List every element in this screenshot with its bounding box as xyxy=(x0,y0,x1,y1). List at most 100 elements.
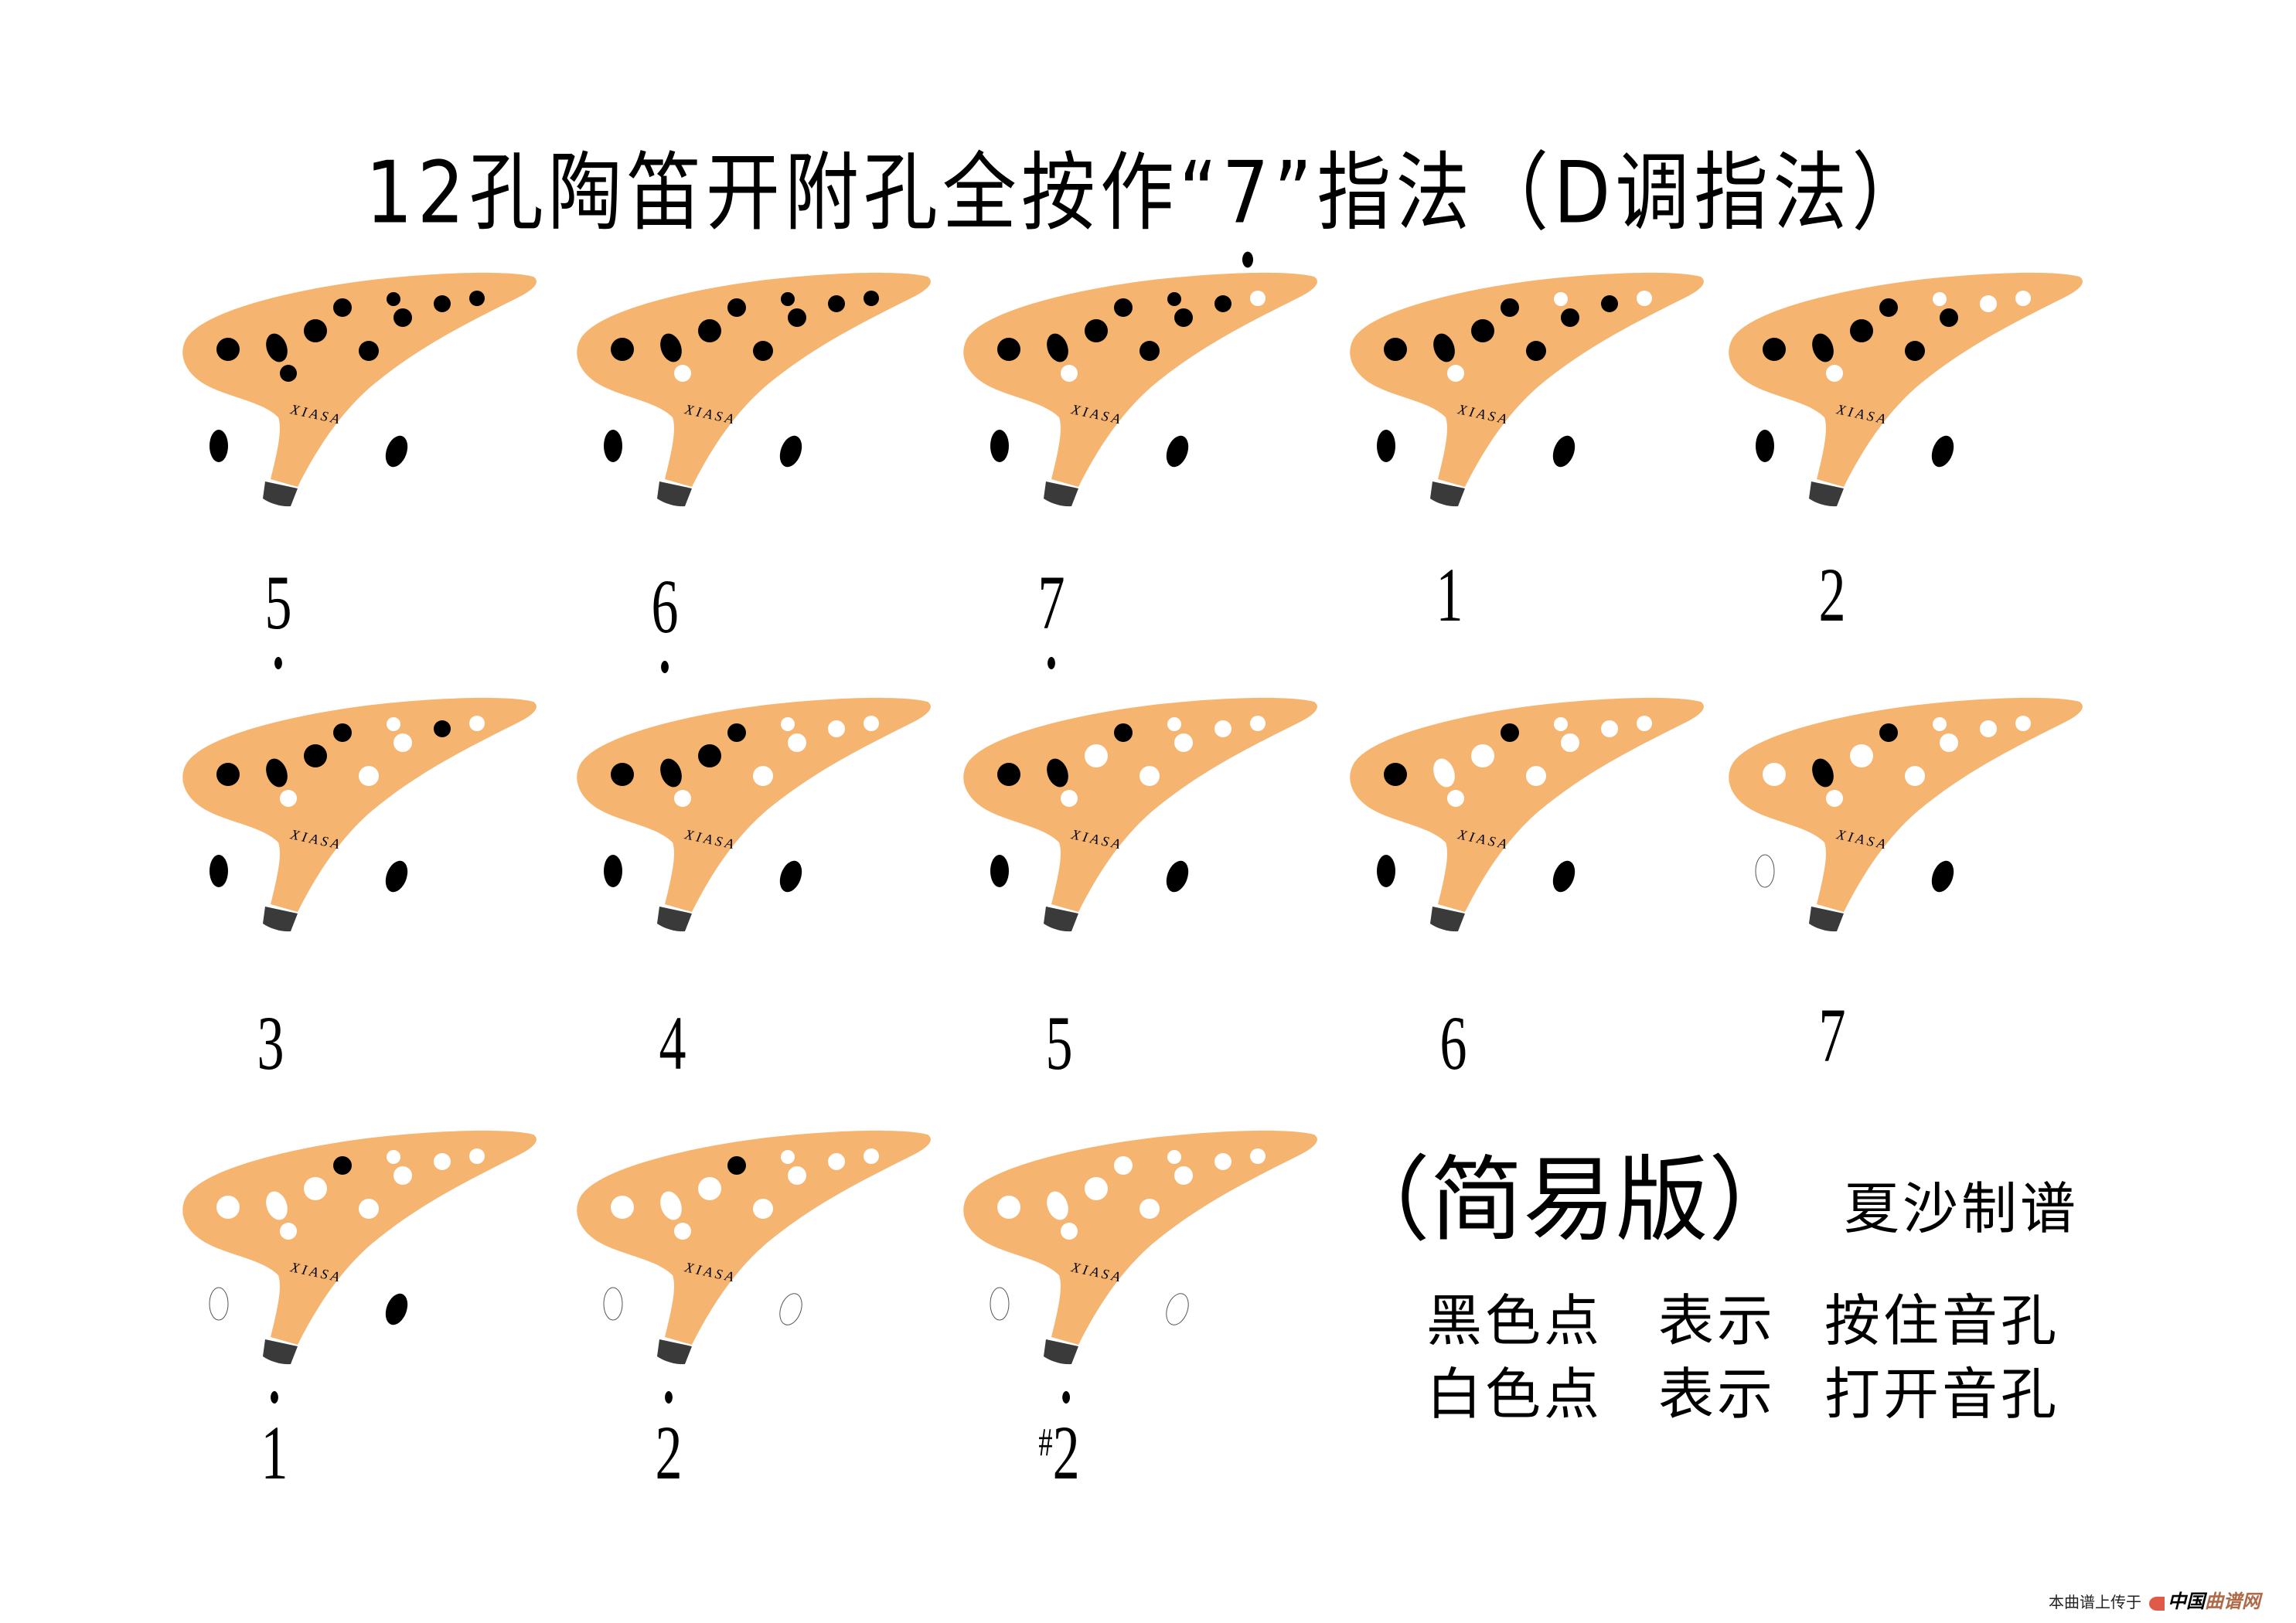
hole-l3-open xyxy=(280,1223,297,1240)
hole-l3-open xyxy=(1061,790,1078,807)
hole-l2-closed xyxy=(1812,333,1834,362)
mouthpiece xyxy=(1809,481,1844,507)
mouthpiece xyxy=(1809,907,1844,932)
hole-r1-open xyxy=(1554,292,1568,306)
hole-r1-open xyxy=(781,717,795,731)
hole-r1-open xyxy=(1554,717,1568,731)
hole-l3-open xyxy=(1061,365,1078,382)
hole-l3-open xyxy=(1447,365,1464,382)
legend-dot-label: 黑色点 xyxy=(1426,1288,1603,1353)
hole-r2-open xyxy=(788,1166,806,1185)
hole-r1-open xyxy=(387,717,400,731)
hole-l5-closed xyxy=(333,298,352,317)
hole-r3-open xyxy=(1980,295,1997,312)
ocarina-body xyxy=(1350,697,1704,912)
ocarina-icon: XIASA xyxy=(182,272,537,507)
note-digit: 3 xyxy=(257,1000,284,1086)
note-label: 4 xyxy=(618,1005,727,1082)
hole-l2-closed xyxy=(660,333,682,362)
hole-r4-open xyxy=(864,1148,879,1164)
hole-l2-open xyxy=(266,1191,288,1220)
hole-r4-open xyxy=(1637,716,1652,731)
mouthpiece xyxy=(1430,481,1465,507)
ocarina-body xyxy=(182,1130,537,1345)
hole-l1-closed xyxy=(216,338,240,361)
note-digit: 2 xyxy=(1818,552,1846,638)
legend-meaning: 按住音孔 xyxy=(1824,1288,2060,1353)
hole-l1-closed xyxy=(611,763,634,786)
hole-l2-closed xyxy=(1433,333,1455,362)
ocarina-body xyxy=(577,1130,931,1345)
hole-l3-open xyxy=(1826,790,1843,807)
ocarina-icon: XIASA xyxy=(1350,272,1704,507)
site-logo-icon xyxy=(2149,1596,2165,1611)
thumb-hole-left-open xyxy=(209,1287,229,1321)
hole-l2-open xyxy=(1047,1191,1068,1220)
thumb-hole-left-open xyxy=(603,1287,623,1321)
hole-l6-open xyxy=(1139,1199,1160,1219)
hole-l5-closed xyxy=(1501,298,1519,317)
thumb-hole-left-closed xyxy=(210,430,228,462)
hole-r2-open xyxy=(1174,1166,1193,1185)
hole-r3-open xyxy=(828,1153,845,1170)
legend-white-dot: 白色点表示打开音孔 xyxy=(1426,1349,2059,1430)
thumb-hole-left-closed xyxy=(604,430,622,462)
ocarina-icon: XIASA xyxy=(963,272,1317,507)
hole-l1-closed xyxy=(997,763,1020,786)
hole-l1-closed xyxy=(216,763,240,786)
hole-l4-closed xyxy=(1471,319,1494,342)
ocarina-icon: XIASA xyxy=(1350,697,1704,932)
hole-r2-closed xyxy=(788,308,806,327)
hole-r1-closed xyxy=(781,292,795,306)
hole-l2-closed xyxy=(1047,758,1068,788)
hole-l1-closed xyxy=(1763,338,1786,361)
ocarina-diagram: XIASA xyxy=(549,255,951,518)
simple-version-label: （简易版） xyxy=(1337,1147,1801,1254)
hole-r4-open xyxy=(864,716,879,731)
hole-l4-closed xyxy=(304,744,327,767)
hole-l4-open xyxy=(1085,744,1108,767)
hole-l6-open xyxy=(1526,766,1546,786)
hole-l1-open xyxy=(216,1196,240,1219)
thumb-hole-left-closed xyxy=(990,430,1009,462)
footer-brand-2: 曲谱网 xyxy=(2205,1591,2260,1612)
hole-r3-closed xyxy=(1601,295,1618,312)
note-digit: 5 xyxy=(265,564,292,669)
hole-l1-closed xyxy=(611,338,634,361)
hole-l6-closed xyxy=(753,341,773,361)
title-prefix: 12孔陶笛开附孔全按作“ xyxy=(365,143,1222,243)
note-digit: 6 xyxy=(1439,1000,1467,1086)
thumb-hole-left-closed xyxy=(1756,430,1774,462)
hole-r3-closed xyxy=(828,295,845,312)
hole-r4-closed xyxy=(469,291,485,306)
hole-l3-closed xyxy=(280,365,297,382)
ocarina-body xyxy=(577,272,931,487)
hole-r1-closed xyxy=(387,292,400,306)
hole-r3-closed xyxy=(1214,295,1231,312)
hole-l6-closed xyxy=(1139,341,1160,361)
thumb-hole-left-closed xyxy=(604,855,622,887)
thumb-hole-left-closed xyxy=(1377,430,1395,462)
ocarina-diagram: XIASA xyxy=(1701,255,2103,518)
legend-dot-label: 白色点 xyxy=(1426,1362,1603,1427)
note-digit: 4 xyxy=(659,1000,686,1086)
hole-r1-open xyxy=(387,1150,400,1164)
note-digit: 5 xyxy=(1045,1000,1073,1086)
high-octave-dot xyxy=(271,1391,278,1404)
hole-r4-open xyxy=(1637,291,1652,306)
hole-l2-closed xyxy=(266,333,288,362)
hole-r1-open xyxy=(1167,1150,1181,1164)
ocarina-body xyxy=(963,697,1317,912)
hole-r4-open xyxy=(2015,716,2031,731)
ocarina-diagram: XIASA xyxy=(155,680,557,943)
hole-l4-closed xyxy=(304,319,327,342)
hole-l1-open xyxy=(611,1196,634,1219)
hole-l2-closed xyxy=(660,758,682,788)
hole-l5-closed xyxy=(1879,723,1898,742)
hole-r2-open xyxy=(1940,733,1958,752)
thumb-hole-left-closed xyxy=(210,855,228,887)
note-digit: 2 xyxy=(1053,1391,1080,1492)
hole-l4-open xyxy=(1850,744,1873,767)
hole-r4-open xyxy=(1250,1148,1266,1164)
author-credit: 夏沙制谱 xyxy=(1844,1176,2080,1241)
